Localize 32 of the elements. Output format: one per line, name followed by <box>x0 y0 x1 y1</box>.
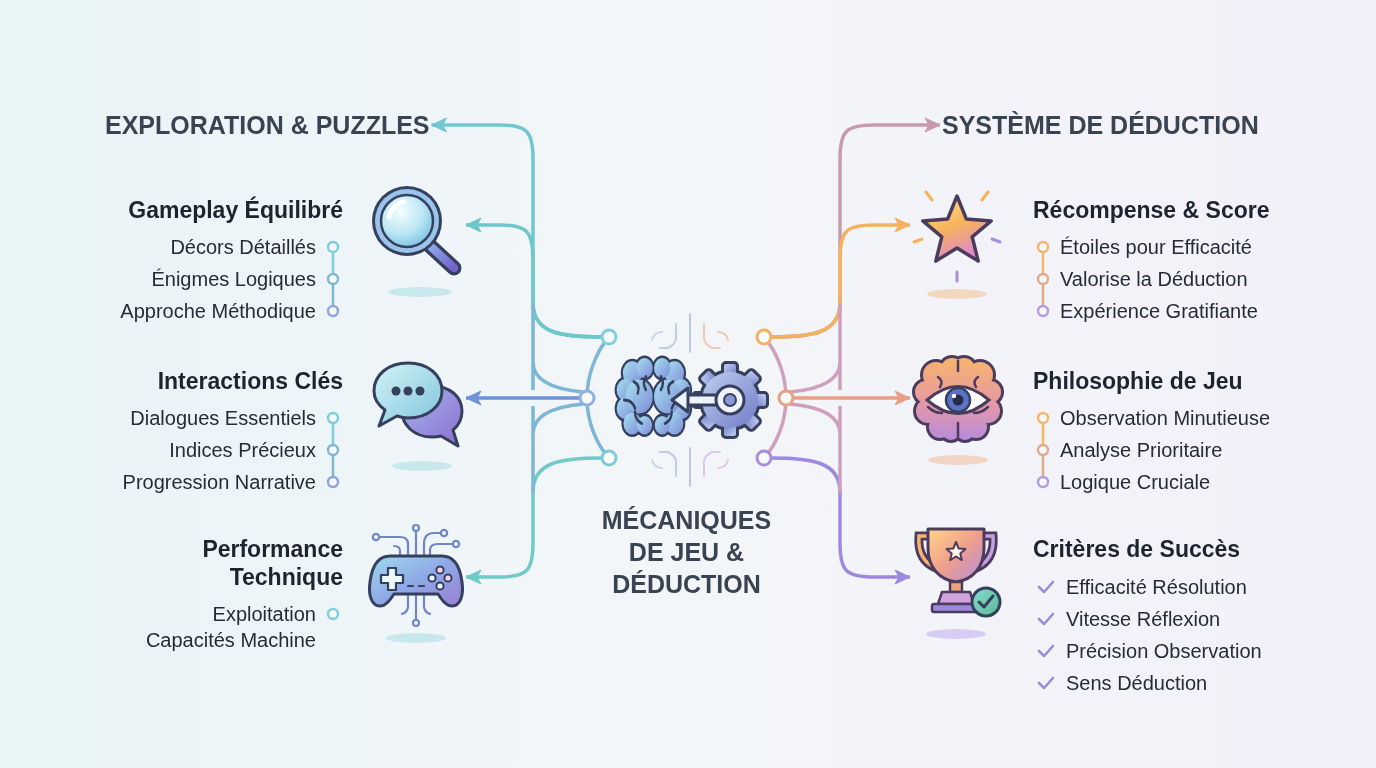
group-heading: Récompense & Score <box>1033 196 1270 224</box>
list-item: Progression Narrative <box>122 470 316 495</box>
list-item: Dialogues Essentiels <box>130 406 316 431</box>
section-title: EXPLORATION & PUZZLES <box>105 110 430 140</box>
list-item: Précision Observation <box>1066 639 1262 664</box>
connector-arrow <box>465 390 580 406</box>
list-item: Observation Minutieuse <box>1060 406 1271 431</box>
list-item: Expérience Gratifiante <box>1060 299 1258 324</box>
connector-arrow <box>465 456 602 585</box>
list-item: Étoiles pour Efficacité <box>1060 235 1252 260</box>
list-item: Valorise la Déduction <box>1060 267 1248 292</box>
list-item: Énigmes Logiques <box>151 267 316 292</box>
group-heading: Philosophie de Jeu <box>1033 367 1243 395</box>
group-heading: Performance Technique <box>201 535 343 591</box>
list-item: Décors Détaillés <box>170 235 316 260</box>
connector-arrow <box>771 217 911 339</box>
group-heading: Interactions Clés <box>157 367 343 395</box>
connector-arrow <box>465 217 602 339</box>
group-heading: Gameplay Équilibré <box>128 196 343 224</box>
list-item: Analyse Prioritaire <box>1060 438 1223 463</box>
list-item: Indices Précieux <box>169 438 316 463</box>
section-title: SYSTÈME DE DÉDUCTION <box>942 110 1259 140</box>
connector-arrow <box>771 456 911 585</box>
list-item: Sens Déduction <box>1066 671 1208 696</box>
hub-title: MÉCANIQUES DE JEU & DÉDUCTION <box>601 505 772 600</box>
list-item: Efficacité Résolution <box>1066 575 1247 600</box>
list-item: Exploitation Capacités Machine <box>144 602 316 653</box>
list-item: Approche Méthodique <box>120 299 316 324</box>
list-item: Vitesse Réflexion <box>1066 607 1221 632</box>
group-heading: Critères de Succès <box>1033 535 1241 563</box>
list-item: Logique Cruciale <box>1060 470 1211 495</box>
connector-arrow <box>793 390 911 406</box>
